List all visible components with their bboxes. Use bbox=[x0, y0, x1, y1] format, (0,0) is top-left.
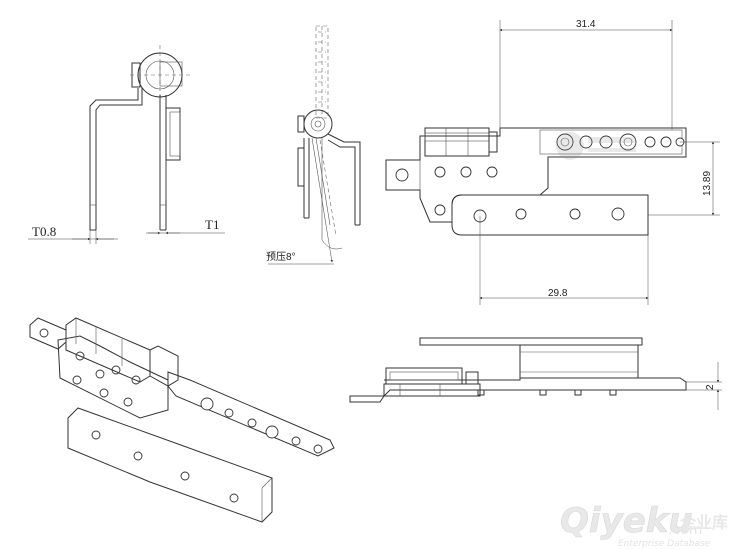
watermark-tagline: Enterprise Database bbox=[618, 539, 711, 549]
isometric-view bbox=[29, 317, 335, 523]
dimension-t08: T0.8 bbox=[32, 224, 56, 239]
side-view-left: T0.8 T1 bbox=[28, 45, 225, 244]
watermark-seal bbox=[556, 132, 636, 160]
dimension-t1: T1 bbox=[205, 217, 219, 232]
preload-angle-view: 预压8° bbox=[266, 25, 361, 265]
dimension-preload-angle: 预压8° bbox=[266, 251, 296, 263]
watermark-domain: .com bbox=[668, 522, 702, 538]
side-elevation-view: 2 bbox=[349, 337, 722, 410]
watermark-cn-name: 企业库 bbox=[679, 513, 728, 532]
plan-view: 31.4 13.89 29.8 bbox=[385, 19, 720, 305]
dimension-2: 2 bbox=[705, 384, 716, 390]
dimension-13-89: 13.89 bbox=[702, 171, 713, 196]
dimension-29-8: 29.8 bbox=[548, 288, 568, 299]
watermark-brand: Qiyeku bbox=[560, 501, 693, 541]
qiyeku-watermark: Qiyeku .com 企业库 Enterprise Database bbox=[560, 501, 728, 549]
dimension-31-4: 31.4 bbox=[576, 19, 596, 30]
